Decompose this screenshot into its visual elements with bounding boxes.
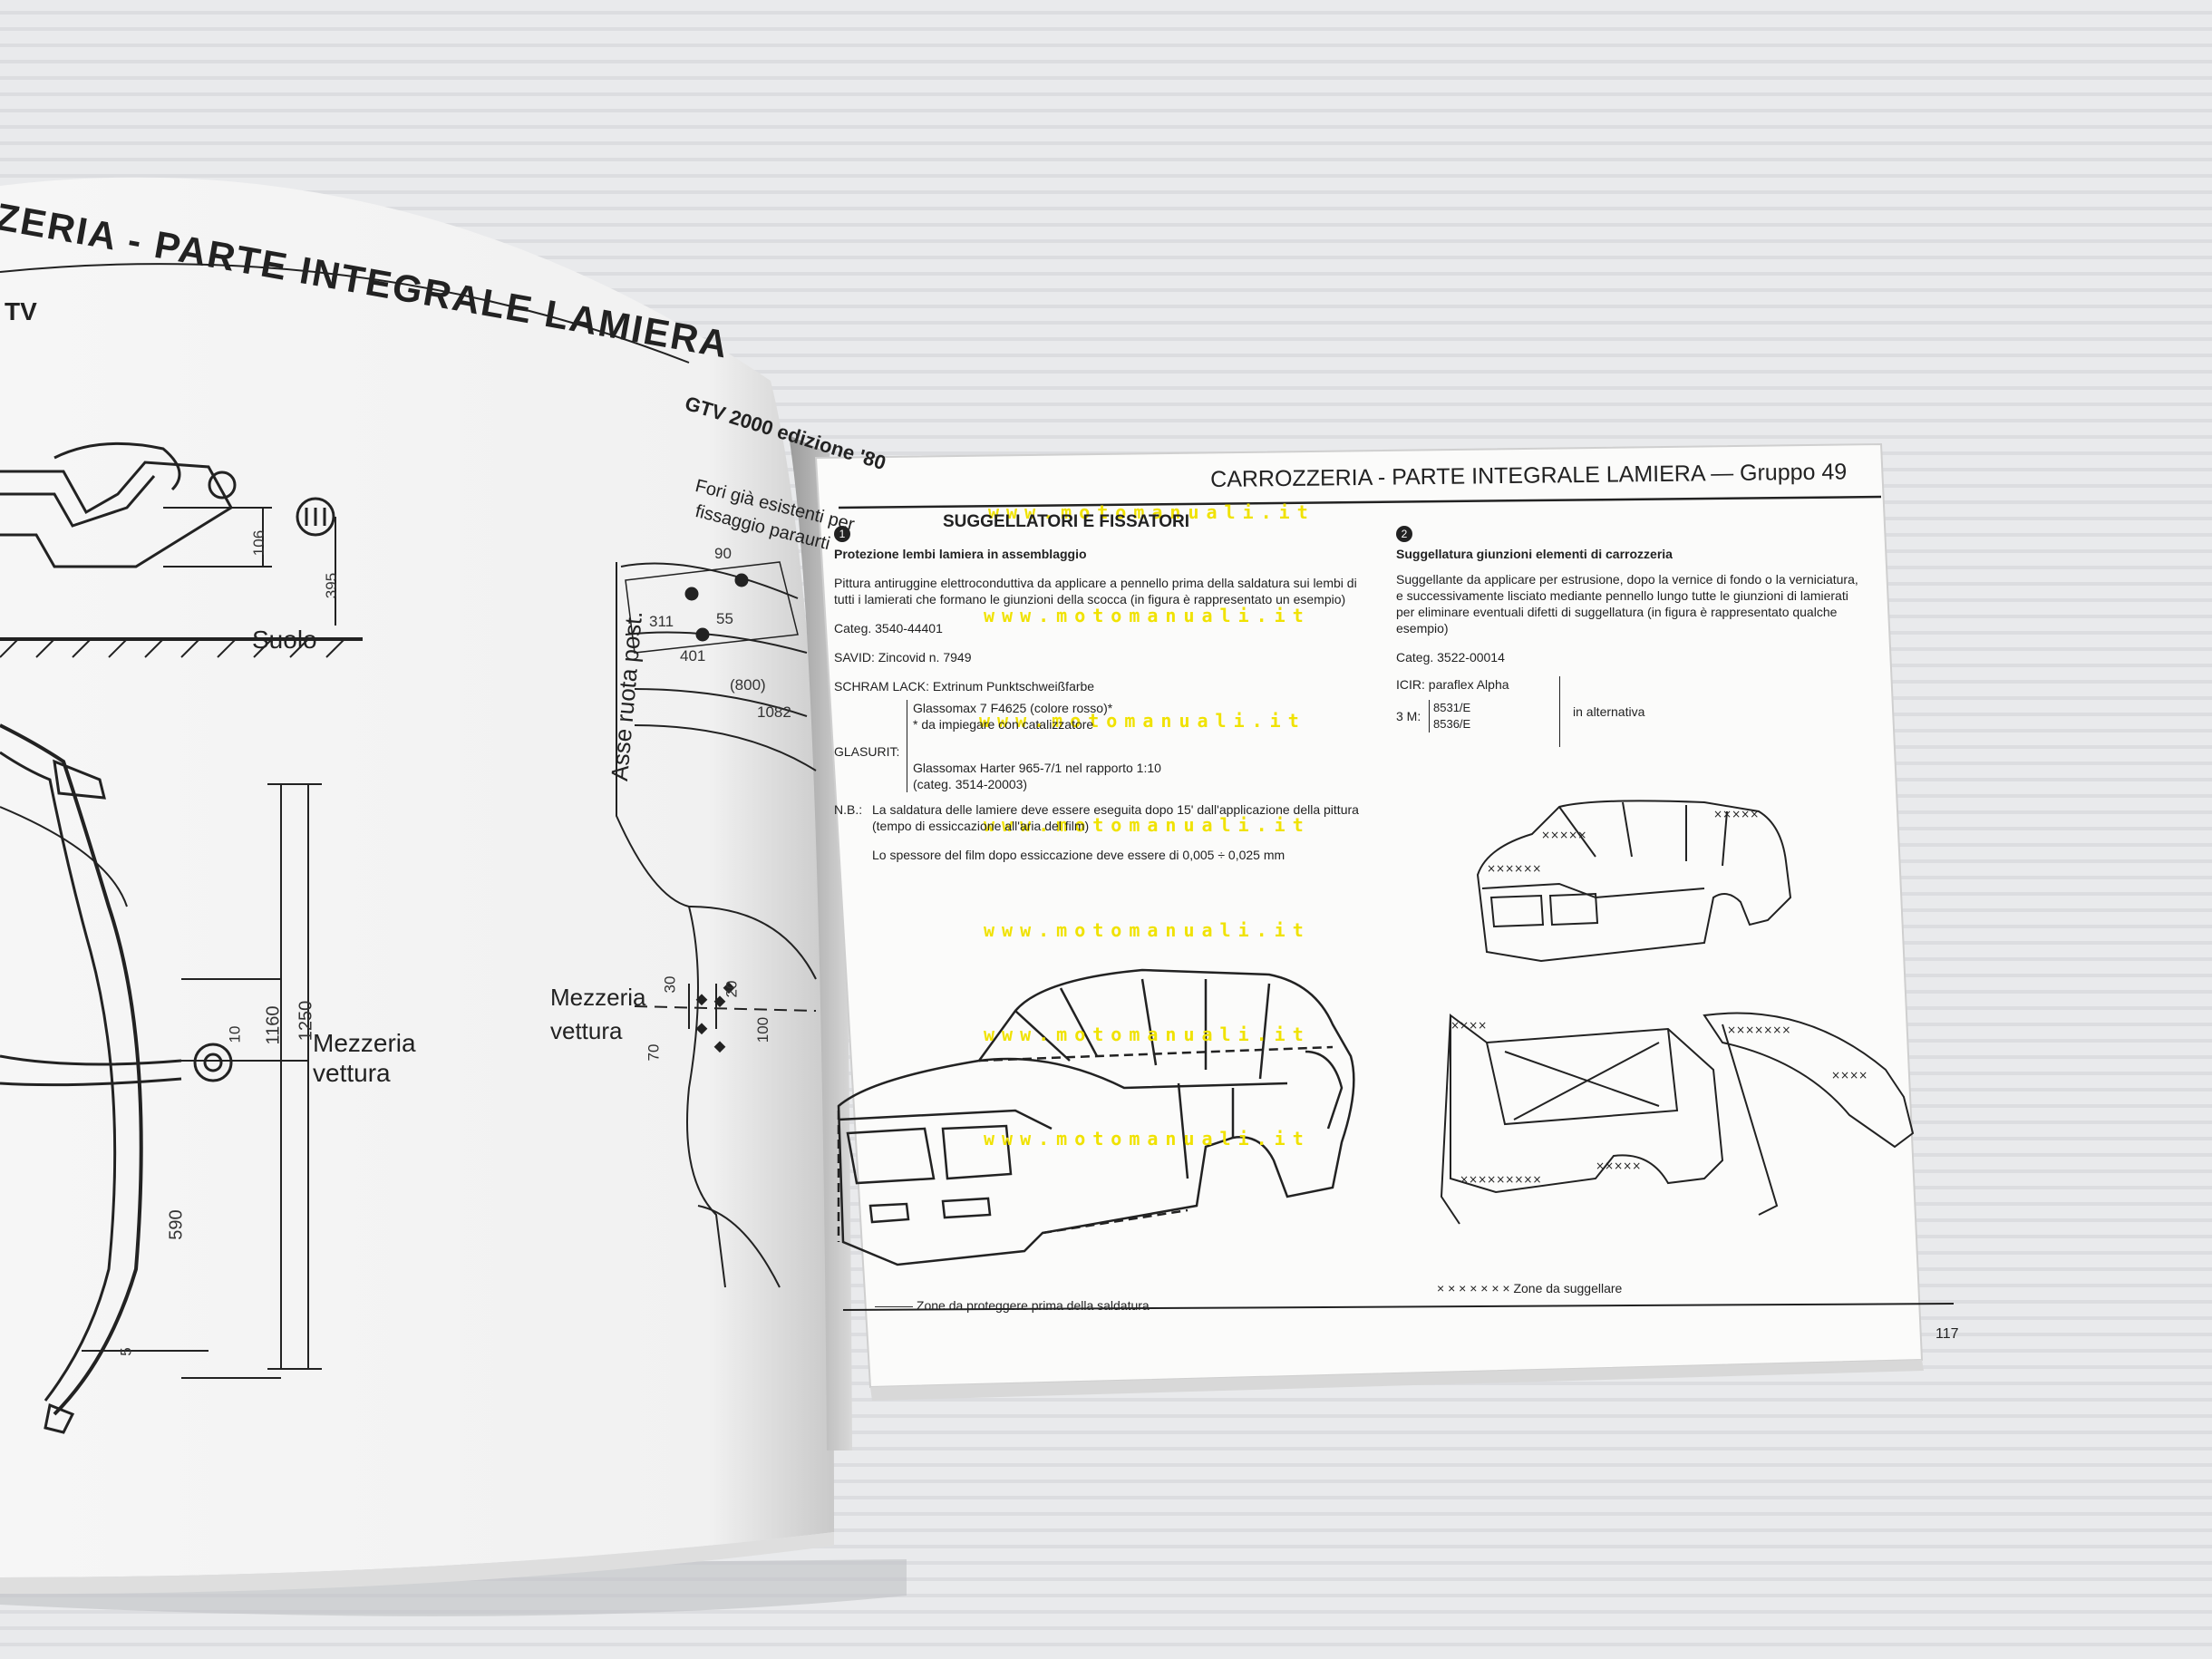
watermarks: www.motomanuali.it www.motomanuali.it ww…	[979, 501, 1315, 1150]
section-2: 2 Suggellatura giunzioni elementi di car…	[1396, 526, 1858, 747]
svg-text:××××××: ××××××	[1487, 862, 1541, 875]
watermark-5: www.motomanuali.it	[984, 919, 1311, 941]
dim-1082: 1082	[757, 703, 791, 721]
section-2-categ: Categ. 3522-00014	[1396, 650, 1505, 665]
dim-70: 70	[645, 1043, 663, 1062]
watermark-4: www.motomanuali.it	[984, 814, 1311, 836]
section-1-savid: SAVID: Zincovid n. 7949	[834, 650, 972, 665]
section-2-number: 2	[1396, 526, 1412, 542]
dim-20: 20	[723, 980, 741, 998]
section-1-number: 1	[834, 526, 850, 542]
dim-30: 30	[661, 975, 679, 994]
dim-55: 55	[716, 610, 733, 627]
dim-395: 395	[323, 572, 341, 599]
left-technical-drawing	[0, 263, 817, 1434]
svg-text:×××××××××: ×××××××××	[1460, 1173, 1542, 1186]
nb-1: La saldatura delle lamiere deve essere e…	[872, 802, 1359, 833]
car-drawing-protection	[837, 968, 1355, 1266]
svg-text:××××: ××××	[1831, 1069, 1868, 1082]
section-1-title: Protezione lembi lamiera in assemblaggio	[834, 547, 1087, 561]
dim-106: 106	[250, 529, 268, 557]
alt-label: in alternativa	[1573, 704, 1645, 719]
seal-marks: ×××××× ××××× ××××× ×××× ××××××××× ××××× …	[1450, 808, 1868, 1186]
dim-5: 5	[117, 1347, 135, 1356]
dim-1160: 1160	[263, 1005, 284, 1045]
right-header-title: CARROZZERIA - PARTE INTEGRALE LAMIERA	[1210, 461, 1705, 492]
dim-311: 311	[649, 613, 674, 630]
glasurit-2: * da impiegare con catalizzatore	[913, 717, 1094, 732]
glasurit-4: (categ. 3514-20003)	[913, 777, 1028, 791]
section-2-p1: Suggellante da applicare per estrusione,…	[1396, 572, 1858, 635]
left-page	[0, 177, 834, 1578]
glasurit-1: Glassomax 7 F4625 (colore rosso)*	[913, 701, 1113, 715]
center-label-4: vettura	[550, 1017, 623, 1044]
car-drawing-sealing	[1440, 800, 1915, 1225]
svg-text:×××××: ×××××	[1596, 1159, 1641, 1172]
left-model-fragment: TV	[5, 297, 37, 325]
dim-10: 10	[226, 1025, 244, 1043]
svg-text:×××××××: ×××××××	[1727, 1024, 1790, 1036]
m3-b: 8536/E	[1433, 717, 1471, 731]
right-header-group: — Gruppo 49	[1710, 459, 1848, 487]
center-label-3: Mezzeria	[550, 984, 646, 1011]
legend-protect: ——— Zone da proteggere prima della salda…	[875, 1298, 1150, 1313]
section-2-icir: ICIR: paraflex Alpha	[1396, 677, 1509, 692]
page-number: 117	[1936, 1326, 1959, 1342]
section-1-schram: SCHRAM LACK: Extrinum Punktschweißfarbe	[834, 679, 1095, 694]
nb-label: N.B.:	[834, 802, 863, 817]
dim-1250: 1250	[296, 1000, 316, 1042]
nb-2: Lo spessore del film dopo essiccazione d…	[872, 848, 1285, 862]
watermark-3: www.motomanuali.it	[979, 710, 1306, 732]
dim-90: 90	[714, 545, 732, 562]
glasurit-3: Glassomax Harter 965-7/1 nel rapporto 1:…	[913, 761, 1161, 775]
section-1-p1: Pittura antiruggine elettroconduttiva da…	[834, 576, 1357, 606]
legend-seal: × × × × × × × Zone da suggellare	[1437, 1281, 1623, 1295]
m3-label: 3 M:	[1396, 709, 1421, 723]
dim-590: 590	[166, 1209, 187, 1240]
glasurit-label: GLASURIT:	[834, 744, 900, 759]
section-2-title: Suggellatura giunzioni elementi di carro…	[1396, 547, 1673, 561]
section-title: SUGGELLATORI E FISSATORI	[943, 512, 1190, 531]
watermark-6: www.motomanuali.it	[984, 1024, 1311, 1045]
center-label-2: vettura	[313, 1059, 391, 1087]
section-1-categ: Categ. 3540-44401	[834, 621, 943, 635]
dim-800: (800)	[730, 676, 766, 694]
watermark-2: www.motomanuali.it	[984, 605, 1311, 626]
svg-text:×××××: ×××××	[1541, 829, 1586, 841]
m3-a: 8531/E	[1433, 701, 1471, 714]
section-1: 1 Protezione lembi lamiera in assemblagg…	[834, 526, 1360, 863]
watermark-7: www.motomanuali.it	[984, 1128, 1311, 1150]
center-label-1: Mezzeria	[313, 1029, 416, 1057]
svg-text:××××: ××××	[1450, 1019, 1487, 1032]
svg-text:×××××: ×××××	[1713, 808, 1759, 820]
left-marker-dots	[695, 982, 735, 1053]
dim-401: 401	[680, 647, 706, 665]
watermark-1: www.motomanuali.it	[988, 501, 1315, 523]
ground-label: Suolo	[252, 626, 317, 654]
dim-100: 100	[754, 1016, 772, 1043]
